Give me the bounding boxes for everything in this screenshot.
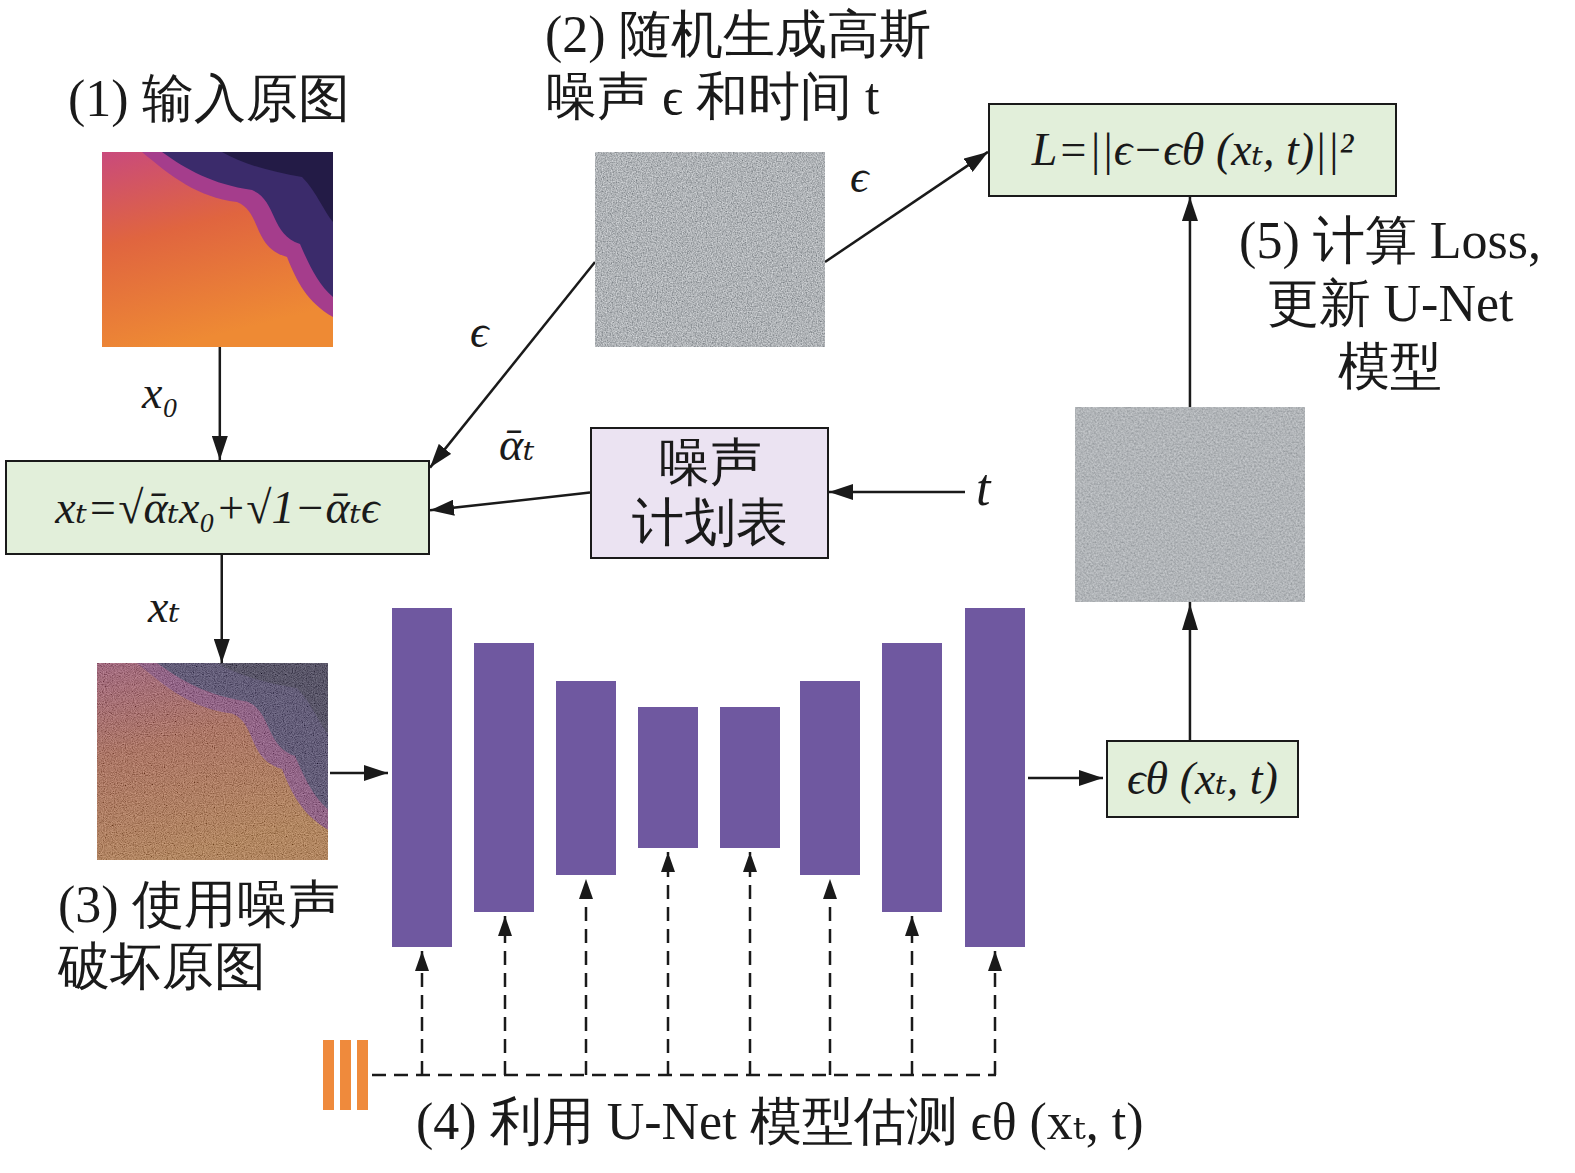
unet-layer xyxy=(474,643,534,912)
unet-layer xyxy=(882,643,942,912)
thermal-image xyxy=(97,663,328,860)
edge-label-anchor: xₜ xyxy=(146,580,182,634)
arrow-line xyxy=(1028,777,1103,780)
arrow-line xyxy=(829,491,965,494)
thermal-image xyxy=(102,152,333,347)
edge-label-anchor: x₀ xyxy=(140,366,180,420)
image-heading: (2) 随机生成高斯 噪声 ϵ 和时间 t xyxy=(545,4,975,128)
edge-label: ᾱₜ xyxy=(497,418,537,472)
dashed-arrow xyxy=(994,951,997,1075)
step-caption: (4) 利用 U-Net 模型估测 ϵθ (xₜ, t) xyxy=(416,1092,1143,1152)
edge-label: ϵ xyxy=(848,150,871,204)
edge-label-anchor: ᾱₜ xyxy=(497,418,537,472)
image-shade xyxy=(97,663,328,860)
dashed-arrow xyxy=(504,916,507,1075)
edge-label-anchor: ϵ xyxy=(848,150,871,204)
arrow-connector xyxy=(219,347,222,460)
arrow-head xyxy=(1182,604,1198,630)
arrow-connector xyxy=(221,555,224,663)
unet-layer xyxy=(638,707,698,848)
dashed-arrow xyxy=(829,879,832,1075)
unet-layer xyxy=(800,681,860,875)
image-heading: (3) 使用噪声 破坏原图 xyxy=(58,874,398,998)
image-heading: (1) 输入原图 xyxy=(68,68,428,130)
unet-layer xyxy=(965,608,1025,947)
time-embedding-lines xyxy=(372,852,996,1075)
label-anchor: (4) 利用 U-Net 模型估测 ϵθ (xₜ, t) xyxy=(416,1092,1143,1152)
box-text: L=||ϵ−ϵθ (xₜ, t)||² xyxy=(1032,122,1353,178)
edge-label: x₀ xyxy=(140,366,180,420)
dashed-arrow xyxy=(667,852,670,1075)
box-text: xₜ=√ᾱₜx₀+√1−ᾱₜϵ xyxy=(55,480,379,536)
edge-label: ϵ xyxy=(468,305,491,359)
noisy-image: (3) 使用噪声 破坏原图 xyxy=(97,663,328,860)
arrow-connector xyxy=(430,493,590,511)
unet-bars xyxy=(392,608,1025,947)
unet-layer xyxy=(392,608,452,947)
schedule-box: 噪声 计划表 xyxy=(590,427,829,559)
embedding-stripe xyxy=(357,1040,368,1110)
embedding-stripe xyxy=(340,1040,351,1110)
noise-image xyxy=(595,152,825,347)
loss-box: L=||ϵ−ϵθ (xₜ, t)||² xyxy=(988,103,1397,197)
box-text: ϵθ (xₜ, t) xyxy=(1127,751,1278,807)
box-text: 噪声 计划表 xyxy=(600,433,819,553)
time-input-label: t xyxy=(976,458,990,518)
noise-overlay xyxy=(97,663,328,860)
label-anchor: t xyxy=(976,458,990,518)
arrow-line xyxy=(330,772,388,775)
unet-layer xyxy=(556,681,616,875)
step-caption: (5) 计算 Loss, 更新 U-Net 模型 xyxy=(1225,209,1555,398)
dashed-arrow xyxy=(585,879,588,1075)
embedding-stripe xyxy=(323,1040,334,1110)
dashed-arrow xyxy=(911,916,914,1075)
noise-image: (2) 随机生成高斯 噪声 ϵ 和时间 t xyxy=(595,152,825,347)
predicted-noise-image xyxy=(1075,407,1305,602)
unet-layer xyxy=(720,707,780,848)
dashed-line xyxy=(372,1074,996,1077)
time-embedding-symbol xyxy=(323,1040,368,1110)
noisy-thermal-image xyxy=(97,663,328,860)
label-anchor: (5) 计算 Loss, 更新 U-Net 模型 xyxy=(1225,209,1555,398)
edge-label-anchor: ϵ xyxy=(468,305,491,359)
edge-label: xₜ xyxy=(146,580,182,634)
input-image: (1) 输入原图 xyxy=(102,152,333,347)
formula-box: xₜ=√ᾱₜx₀+√1−ᾱₜϵ xyxy=(5,460,430,555)
dashed-arrow xyxy=(749,852,752,1075)
prediction-box: ϵθ (xₜ, t) xyxy=(1106,740,1299,818)
dashed-arrow xyxy=(421,951,424,1075)
